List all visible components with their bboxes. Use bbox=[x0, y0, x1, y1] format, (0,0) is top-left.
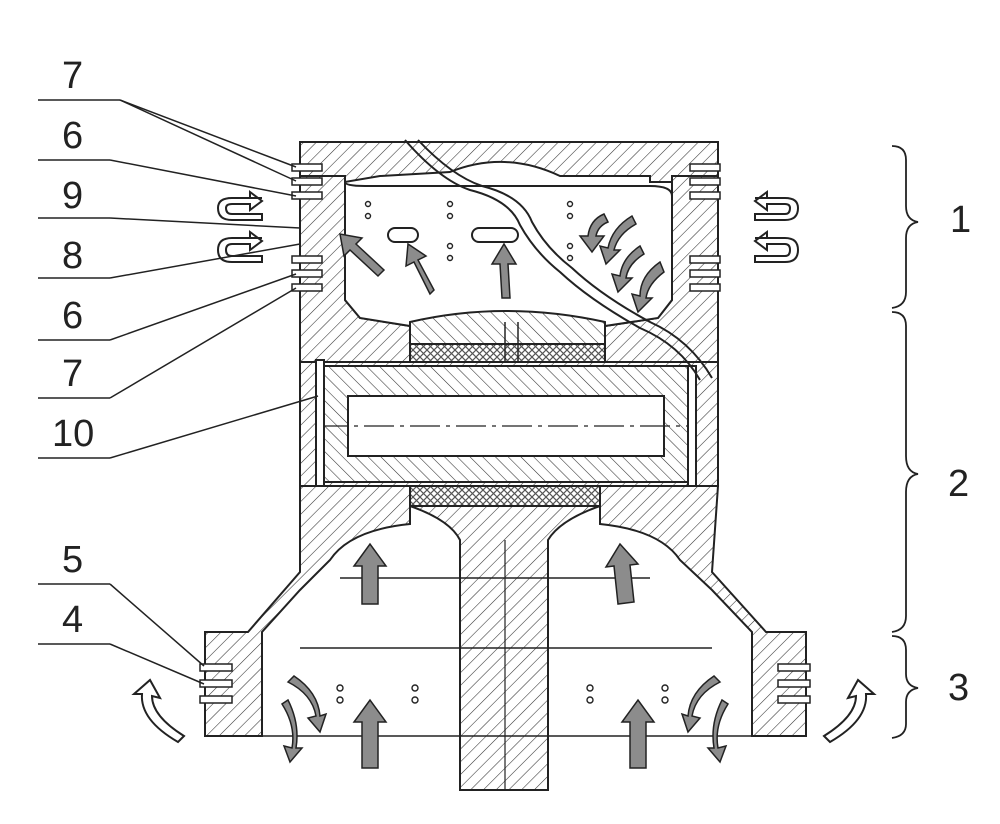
ring-upper-right-2 bbox=[689, 177, 721, 186]
flow-arrow-diag bbox=[339, 233, 386, 278]
connecting-rod-assembly bbox=[409, 485, 601, 791]
outer-flow-arrows bbox=[131, 190, 877, 744]
callout-labels: 7 6 9 8 6 7 10 5 4 bbox=[52, 55, 94, 641]
ring-skirt-right-3 bbox=[777, 695, 811, 704]
callout-label: 6 bbox=[62, 295, 83, 337]
callout-label: 7 bbox=[62, 55, 83, 97]
ring-upper-right-3 bbox=[689, 191, 721, 200]
piston-crown bbox=[299, 141, 719, 184]
zone-braces bbox=[891, 145, 919, 739]
ring-skirt-left-1 bbox=[199, 663, 233, 672]
zone-label: 1 bbox=[950, 199, 971, 241]
flow-arrow-curved bbox=[610, 244, 645, 294]
flow-arrow-curved bbox=[680, 675, 722, 734]
ring-skirt-right-2 bbox=[777, 679, 811, 688]
callout-label: 4 bbox=[62, 599, 83, 641]
ring-lower-right-3 bbox=[689, 283, 721, 292]
piston-skirt bbox=[204, 485, 807, 737]
brace-zone-3 bbox=[891, 635, 919, 739]
flow-arrow-curved bbox=[598, 214, 637, 266]
callout-label: 5 bbox=[62, 539, 83, 581]
ring-upper-left-1 bbox=[291, 163, 323, 172]
curved-arrow-left-skirt bbox=[131, 678, 186, 744]
ring-skirt-left-2 bbox=[199, 679, 233, 688]
u-turn-arrow-left-upper bbox=[216, 190, 264, 221]
flow-arrow-curved bbox=[578, 213, 610, 254]
ring-lower-right-2 bbox=[689, 269, 721, 278]
callout-leaders bbox=[38, 99, 319, 685]
callout-label: 7 bbox=[62, 353, 83, 395]
flow-arrows bbox=[280, 213, 730, 769]
oil-holes bbox=[336, 200, 669, 704]
ring-skirt-left-3 bbox=[199, 695, 233, 704]
skirt-left bbox=[204, 485, 411, 737]
callout-label: 6 bbox=[62, 115, 83, 157]
flow-arrow-diag bbox=[490, 242, 518, 299]
oil-slots bbox=[387, 227, 519, 243]
flow-arrow-up bbox=[352, 698, 388, 769]
lower-bearing-liner bbox=[409, 485, 601, 507]
flow-arrow-up bbox=[620, 698, 656, 769]
flow-arrow-curved bbox=[630, 260, 665, 314]
break-line bbox=[404, 139, 701, 381]
flow-arrow-curved bbox=[286, 675, 328, 734]
callout-label: 8 bbox=[62, 235, 83, 277]
zone-labels: 1 2 3 bbox=[948, 199, 971, 709]
ring-lower-left-2 bbox=[291, 269, 323, 278]
callout-label: 10 bbox=[52, 413, 94, 455]
flow-arrow-curved bbox=[280, 698, 304, 764]
flow-arrow-curved bbox=[706, 698, 730, 764]
pin-end-cap-left bbox=[315, 359, 325, 487]
curved-arrow-right-skirt bbox=[822, 678, 877, 744]
ring-lower-right-1 bbox=[689, 255, 721, 264]
ring-skirt-right-1 bbox=[777, 663, 811, 672]
ring-upper-left-2 bbox=[291, 177, 323, 186]
skirt-right bbox=[599, 485, 807, 737]
ring-lower-left-3 bbox=[291, 283, 323, 292]
brace-zone-2 bbox=[891, 311, 919, 633]
brace-zone-1 bbox=[891, 145, 919, 309]
piston-rings bbox=[199, 163, 811, 704]
ring-lower-left-1 bbox=[291, 255, 323, 264]
ring-upper-left-3 bbox=[291, 191, 323, 200]
flow-arrow-diag bbox=[405, 242, 435, 296]
zone-label: 3 bbox=[948, 667, 969, 709]
zone-label: 2 bbox=[948, 463, 969, 505]
callout-label: 9 bbox=[62, 175, 83, 217]
u-turn-arrow-right-upper bbox=[753, 190, 800, 221]
flow-arrow-up bbox=[352, 542, 388, 605]
u-turn-arrow-right-lower bbox=[753, 230, 800, 263]
pin-housing bbox=[299, 359, 719, 487]
pin-end-cap-right bbox=[687, 365, 697, 487]
ring-upper-right-1 bbox=[689, 163, 721, 172]
flow-arrow-up bbox=[604, 542, 640, 605]
